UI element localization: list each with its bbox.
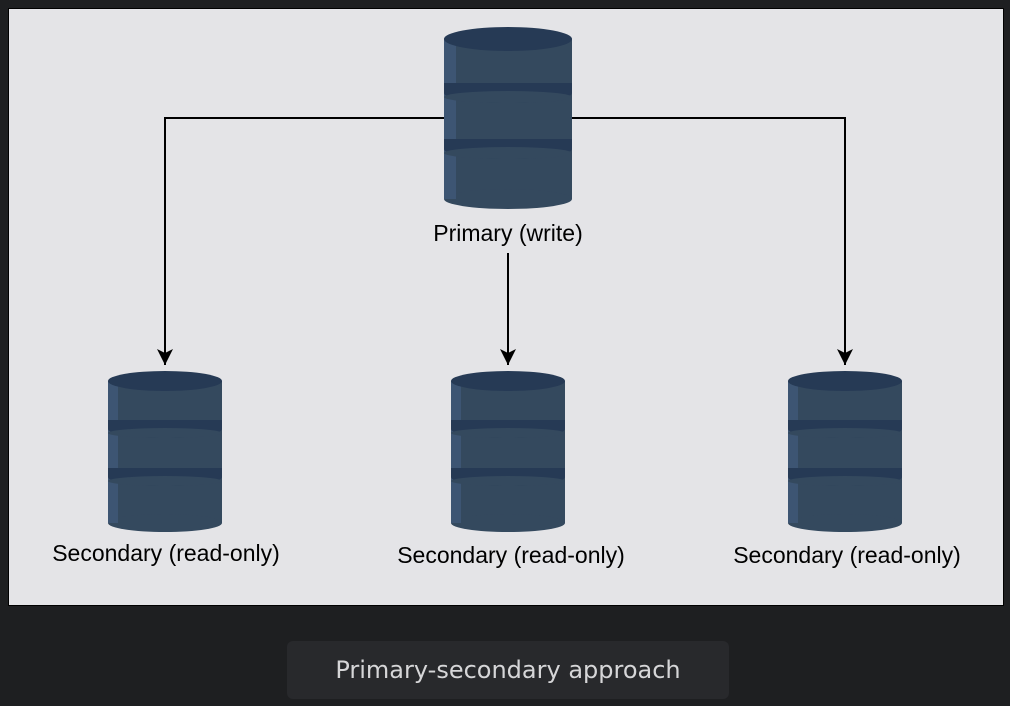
connector-primary-to-secondary-3 — [572, 117, 853, 365]
connector-primary-to-secondary-1 — [157, 117, 444, 365]
secondary-label-2: Secondary (read-only) — [397, 542, 625, 568]
primary-label: Primary (write) — [433, 220, 583, 246]
secondary-label-3: Secondary (read-only) — [733, 542, 961, 568]
secondary-database-icon-2 — [451, 371, 565, 532]
diagram-canvas: Primary (write) Secondary (read-only) — [8, 8, 1004, 606]
connectors — [157, 117, 853, 365]
caption-box: Primary-secondary approach — [287, 641, 729, 699]
primary-database-icon — [444, 27, 572, 209]
secondary-database-icon-3 — [788, 371, 902, 532]
caption-text: Primary-secondary approach — [335, 656, 681, 684]
secondary-database-icon-1 — [108, 371, 222, 532]
secondary-label-1: Secondary (read-only) — [52, 540, 280, 566]
